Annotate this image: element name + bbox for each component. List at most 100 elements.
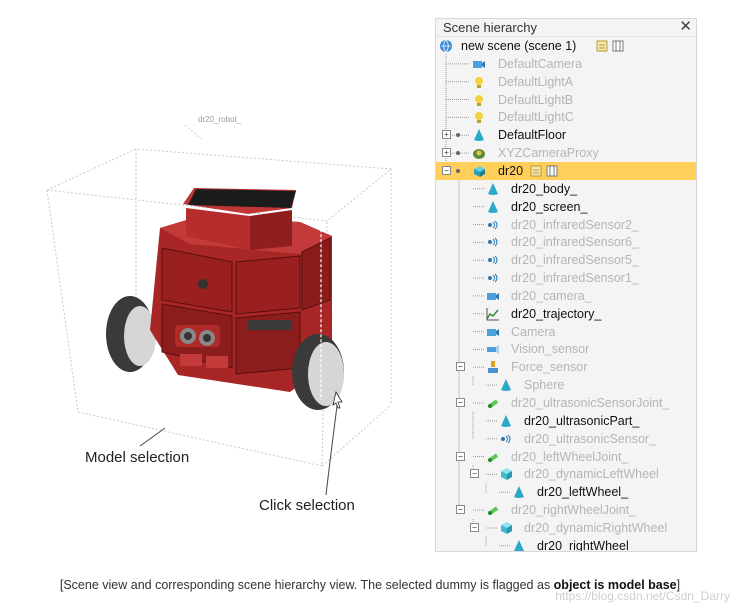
tree-row[interactable]: − dr20: [436, 161, 696, 180]
tree-row[interactable]: dr20_screen_: [436, 198, 696, 216]
tree-item-label: dr20_ultrasonicPart_: [524, 413, 640, 428]
tree-row[interactable]: dr20_body_: [436, 180, 696, 198]
expand-toggle-icon[interactable]: −: [470, 522, 479, 532]
tree-row[interactable]: − dr20_ultrasonicSensorJoint_: [436, 394, 696, 412]
panel-header: Scene hierarchy ✕: [436, 19, 696, 37]
tree-row[interactable]: Sphere: [436, 376, 696, 394]
tree-item-label: dr20_leftWheelJoint_: [511, 449, 629, 464]
shape-icon: [472, 128, 486, 142]
script-icon[interactable]: [530, 164, 542, 177]
tree-item-label: Vision_sensor: [511, 342, 590, 357]
expand-toggle-icon[interactable]: −: [456, 451, 465, 461]
click-selection-label: Click selection: [259, 497, 355, 514]
tree-item-label: dr20_infraredSensor1_: [511, 271, 639, 286]
proximity-sensor-icon: [499, 432, 513, 446]
expand-toggle-icon[interactable]: −: [456, 505, 465, 515]
light-icon: [472, 110, 486, 124]
robot-scene-illustration: [46, 124, 393, 496]
cube-icon: [499, 467, 513, 481]
tree-row[interactable]: dr20_leftWheel_: [436, 483, 696, 501]
tree-item-label: dr20_infraredSensor6_: [511, 235, 639, 250]
tree-row[interactable]: dr20_trajectory_: [436, 305, 696, 323]
tree-row[interactable]: DefaultLightC: [436, 108, 696, 126]
panel-title: Scene hierarchy: [443, 20, 537, 35]
tree-item-label: dr20_body_: [511, 181, 578, 196]
tree-row[interactable]: − dr20_leftWheelJoint_: [436, 448, 696, 466]
joint-icon: [486, 503, 500, 517]
robot-tag-label: dr20_robot_: [198, 115, 242, 124]
tree-item-label: DefaultLightB: [498, 92, 574, 107]
globe-icon: [439, 39, 453, 53]
tree-row[interactable]: −dr20_dynamicRightWheel: [436, 519, 696, 537]
expand-toggle-icon[interactable]: +: [442, 148, 451, 158]
light-icon: [472, 93, 486, 107]
expand-toggle-icon[interactable]: −: [442, 165, 451, 175]
camera-icon: [486, 325, 500, 339]
tree-item-label: DefaultCamera: [498, 56, 583, 71]
tree-row[interactable]: dr20_camera_: [436, 287, 696, 305]
tree-row[interactable]: DefaultLightA: [436, 73, 696, 91]
tree-item-label: dr20_camera_: [511, 288, 592, 303]
tree-item-label: dr20_ultrasonicSensorJoint_: [511, 396, 670, 410]
joint-icon: [486, 450, 500, 464]
caption-bold-text: object is model base: [553, 578, 677, 592]
model-selection-label: Model selection: [85, 449, 190, 466]
graph-icon: [486, 307, 500, 321]
tree-item-label: Sphere: [524, 378, 565, 393]
scene-view[interactable]: dr20_robot_ Model selection Click select…: [0, 0, 430, 560]
tree-row[interactable]: dr20_infraredSensor2_: [436, 216, 696, 234]
tree-row[interactable]: − Force_sensor: [436, 358, 696, 376]
mouse-cursor-icon: [332, 390, 343, 409]
tree-row[interactable]: dr20_infraredSensor6_: [436, 233, 696, 251]
expand-toggle-icon[interactable]: −: [456, 398, 465, 407]
vision-sensor-icon: [486, 342, 500, 356]
model-flag-icon: [456, 151, 460, 156]
caption-text: [Scene view and corresponding scene hier…: [59, 578, 554, 592]
tree-row[interactable]: dr20_ultrasonicPart_: [436, 412, 696, 430]
dummy-icon: [472, 164, 486, 178]
tree-item-label: dr20: [498, 163, 524, 178]
expand-toggle-icon[interactable]: −: [470, 469, 479, 479]
proximity-sensor-icon: [486, 235, 500, 249]
tree-row[interactable]: dr20_infraredSensor5_: [436, 251, 696, 269]
tree-item-label: dr20_leftWheel_: [537, 485, 629, 500]
tree-row[interactable]: + XYZCameraProxy: [436, 144, 696, 162]
tree-row[interactable]: DefaultLightB: [436, 91, 696, 109]
expand-toggle-icon[interactable]: −: [456, 362, 465, 372]
customization-script-icon[interactable]: [612, 39, 624, 52]
tree-item-label: Camera: [511, 324, 556, 339]
tree-row[interactable]: −dr20_dynamicLeftWheel: [436, 465, 696, 483]
joint-icon: [486, 396, 500, 410]
camera-icon: [472, 57, 486, 71]
proximity-sensor-icon: [486, 253, 500, 267]
tree-row[interactable]: dr20_ultrasonicSensor_: [436, 430, 696, 448]
model-flag-icon: [456, 168, 460, 173]
light-icon: [472, 75, 486, 89]
proximity-sensor-icon: [486, 218, 500, 232]
tree-row[interactable]: Camera: [436, 323, 696, 341]
tree-item-label: dr20_ultrasonicSensor_: [524, 431, 657, 446]
cube-icon: [499, 521, 513, 535]
tree-row[interactable]: dr20_rightWheel_: [436, 537, 696, 551]
tree-row[interactable]: − dr20_rightWheelJoint_: [436, 501, 696, 519]
tree-item-label: dr20_rightWheelJoint_: [511, 503, 637, 518]
tree-item-label: XYZCameraProxy: [498, 146, 599, 161]
customization-script-icon[interactable]: [546, 164, 558, 177]
tree-row[interactable]: dr20_infraredSensor1_: [436, 269, 696, 287]
tree-item-label: Force_sensor: [511, 360, 588, 375]
shape-icon: [486, 200, 500, 214]
proximity-sensor-icon: [486, 271, 500, 285]
tree-row[interactable]: DefaultCamera: [436, 55, 696, 73]
tree-item-label: dr20_screen_: [511, 199, 588, 214]
expand-toggle-icon[interactable]: +: [442, 130, 451, 140]
script-icon[interactable]: [596, 39, 608, 52]
tree-row[interactable]: new scene (scene 1): [436, 37, 696, 55]
watermark-text: https://blog.csdn.net/Csdn_Darry: [555, 589, 730, 603]
tree-row[interactable]: Vision_sensor: [436, 340, 696, 358]
tree-item-label: dr20_trajectory_: [511, 306, 602, 321]
close-icon[interactable]: ✕: [679, 18, 692, 35]
tree-item-label: new scene (scene 1): [461, 39, 577, 53]
model-icon: [472, 146, 486, 160]
figure-caption: [Scene view and corresponding scene hier…: [0, 578, 740, 592]
tree-row[interactable]: +DefaultFloor: [436, 126, 696, 144]
